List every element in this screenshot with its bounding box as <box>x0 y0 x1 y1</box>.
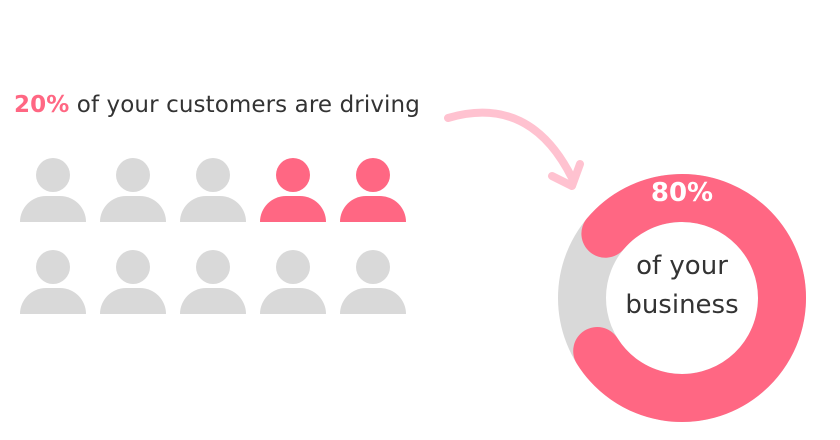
person-head <box>196 250 230 284</box>
person-icon <box>18 155 88 225</box>
person-head <box>36 158 70 192</box>
donut-fill <box>573 174 806 422</box>
person-body <box>180 196 246 222</box>
person-head <box>36 250 70 284</box>
person-icon <box>258 247 328 317</box>
person-body <box>260 196 326 222</box>
person-icon-highlighted <box>258 155 328 225</box>
donut-percent: 80% <box>650 178 714 208</box>
person-icon <box>98 247 168 317</box>
person-body <box>100 196 166 222</box>
person-body <box>340 288 406 314</box>
person-icon <box>338 247 408 317</box>
person-head <box>116 158 150 192</box>
donut-chart <box>558 174 806 422</box>
person-head <box>356 158 390 192</box>
person-head <box>116 250 150 284</box>
person-head <box>276 250 310 284</box>
donut-caption-line1: of your <box>636 251 728 281</box>
headline: 20% of your customers are driving <box>14 92 420 118</box>
people-grid <box>18 155 408 320</box>
person-icon <box>98 155 168 225</box>
person-body <box>260 288 326 314</box>
person-icon <box>178 247 248 317</box>
person-body <box>340 196 406 222</box>
person-body <box>180 288 246 314</box>
person-body <box>20 196 86 222</box>
person-icon <box>18 247 88 317</box>
person-body <box>20 288 86 314</box>
person-head <box>196 158 230 192</box>
donut-caption: of your business <box>612 247 752 325</box>
person-icon <box>178 155 248 225</box>
donut-caption-line2: business <box>625 290 739 320</box>
headline-text: of your customers are driving <box>69 92 420 118</box>
person-head <box>276 158 310 192</box>
person-icon-highlighted <box>338 155 408 225</box>
curved-arrow-icon <box>444 108 584 190</box>
person-body <box>100 288 166 314</box>
headline-percent: 20% <box>14 92 70 118</box>
person-head <box>356 250 390 284</box>
